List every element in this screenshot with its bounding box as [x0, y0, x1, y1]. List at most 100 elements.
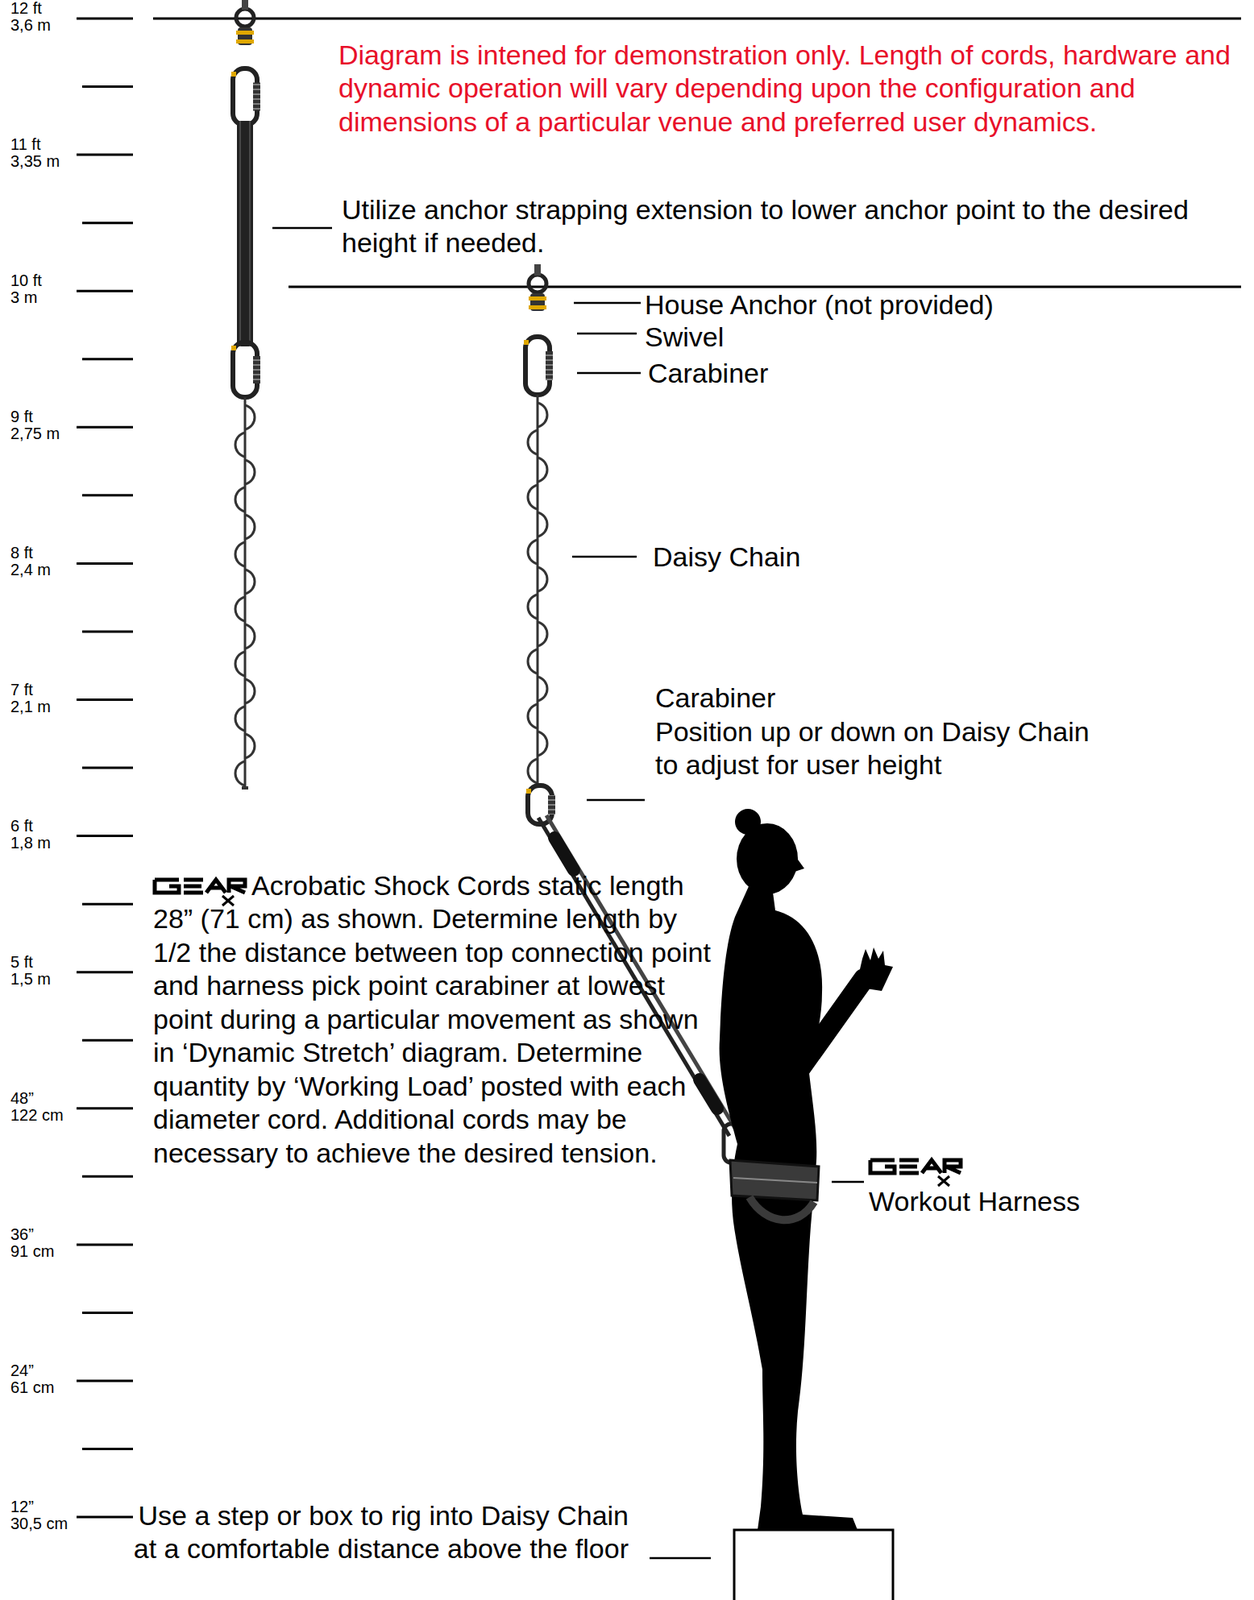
adjust-note: Position up or down on Daisy Chain to ad…: [655, 715, 1107, 783]
daisy-loop: [244, 514, 255, 540]
ruler-tick: [76, 1107, 133, 1110]
anchor-strap: [249, 120, 251, 347]
ruler-label: 2,1 m: [10, 698, 51, 715]
daisy-loop: [235, 761, 245, 786]
ruler-tick: [82, 767, 133, 770]
ruler-label: 8 ft: [10, 544, 34, 561]
part-label: Carabiner: [647, 357, 971, 391]
ruler-label: 9 ft: [10, 408, 34, 425]
daisy-loop: [235, 706, 245, 731]
swivel: [236, 30, 254, 35]
part-label: Workout Harness: [868, 1185, 1240, 1219]
ruler-label: 48”: [10, 1090, 34, 1107]
ruler-label: 10 ft: [10, 272, 42, 289]
house-anchor: [534, 264, 541, 276]
daisy-chain: [241, 786, 249, 790]
ruler-tick: [82, 630, 133, 633]
daisy-loop: [527, 539, 538, 565]
ruler-tick: [82, 85, 133, 88]
workout-harness: [730, 1160, 819, 1221]
carabiner-gate: [253, 356, 261, 384]
daisy-loop: [527, 649, 538, 674]
ruler-tick: [76, 1516, 133, 1520]
shock-cord-note: Acrobatic Shock Cords static length 28” …: [153, 869, 722, 1171]
ruler-label: 36”: [10, 1226, 34, 1243]
daisy-loop: [537, 567, 548, 592]
daisy-loop: [235, 651, 245, 677]
ruler-tick: [76, 698, 133, 702]
daisy-loop: [235, 432, 245, 457]
daisy-loop: [537, 622, 548, 647]
daisy-loop: [537, 512, 548, 537]
carabiner-accent: [526, 788, 532, 794]
ruler-tick: [76, 1243, 133, 1246]
ruler-label: 7 ft: [10, 681, 34, 698]
person-silhouette: [719, 809, 893, 1531]
carabiner-gate: [548, 795, 556, 815]
part-label: Carabiner: [655, 681, 1139, 715]
anchor-strap: [236, 120, 254, 347]
ruler-label: 24”: [10, 1362, 34, 1379]
ruler-tick: [82, 1448, 133, 1451]
ruler-label: 2,75 m: [10, 425, 60, 442]
daisy-loop: [527, 704, 538, 729]
carabiner-gate: [545, 351, 553, 381]
daisy-loop: [537, 457, 548, 482]
daisy-loop: [527, 430, 538, 455]
ruler-label: 2,4 m: [10, 561, 51, 578]
ruler-label: 12 ft: [10, 0, 42, 17]
daisy-loop: [235, 487, 245, 512]
ruler-tick: [82, 1039, 133, 1043]
brand-logo: [154, 880, 245, 906]
ruler-label: 91 cm: [10, 1243, 54, 1260]
strap-note: Utilize anchor strapping extension to lo…: [341, 193, 1237, 261]
daisy-loop: [537, 676, 548, 702]
daisy-loop: [537, 402, 548, 428]
swivel: [528, 296, 547, 301]
ruler-label: 1,5 m: [10, 971, 51, 988]
carabiner-accent: [231, 345, 237, 351]
ruler-tick: [76, 1380, 133, 1383]
ruler-tick: [76, 153, 133, 157]
ruler-tick: [76, 17, 133, 21]
ceiling-line: [153, 17, 1242, 21]
ruler-tick: [76, 426, 133, 429]
daisy-loop: [527, 759, 538, 784]
ruler-label: 5 ft: [10, 954, 34, 971]
ruler-label: 1,8 m: [10, 834, 51, 852]
ruler-label: 3,6 m: [10, 16, 51, 34]
height-ruler: [76, 18, 133, 1518]
part-label: Swivel: [644, 320, 968, 354]
ruler-tick: [82, 221, 133, 225]
daisy-loop: [244, 679, 255, 704]
part-label: House Anchor (not provided): [644, 288, 1242, 322]
carabiner-gate: [253, 83, 261, 112]
daisy-loop: [527, 594, 538, 619]
ruler-tick: [76, 290, 133, 293]
carabiner-accent: [523, 340, 529, 345]
ruler-tick: [82, 903, 133, 906]
ruler-tick: [76, 971, 133, 974]
step-note: Use a step or box to rig into Daisy Chai…: [120, 1499, 629, 1567]
daisy-loop: [235, 542, 245, 567]
ruler-tick: [82, 1175, 133, 1179]
ruler-label: 122 cm: [10, 1107, 64, 1124]
daisy-loop: [244, 734, 255, 759]
daisy-loop: [235, 597, 245, 622]
ruler-label: 30,5 cm: [10, 1515, 68, 1533]
daisy-loop: [537, 731, 548, 756]
ruler-tick: [82, 357, 133, 361]
ruler-label: 12”: [10, 1498, 34, 1516]
daisy-loop: [244, 405, 255, 430]
brand-logo: [870, 1160, 961, 1187]
house-anchor: [241, 0, 249, 10]
carabiner-accent: [231, 71, 237, 77]
daisy-loop: [244, 569, 255, 594]
ruler-label: 6 ft: [10, 818, 34, 835]
ceiling-line: [288, 286, 1242, 289]
ruler-label: 3 m: [10, 289, 38, 306]
ruler-tick: [82, 494, 133, 497]
ruler-label: 3,35 m: [10, 153, 60, 170]
ruler-tick: [76, 834, 133, 838]
